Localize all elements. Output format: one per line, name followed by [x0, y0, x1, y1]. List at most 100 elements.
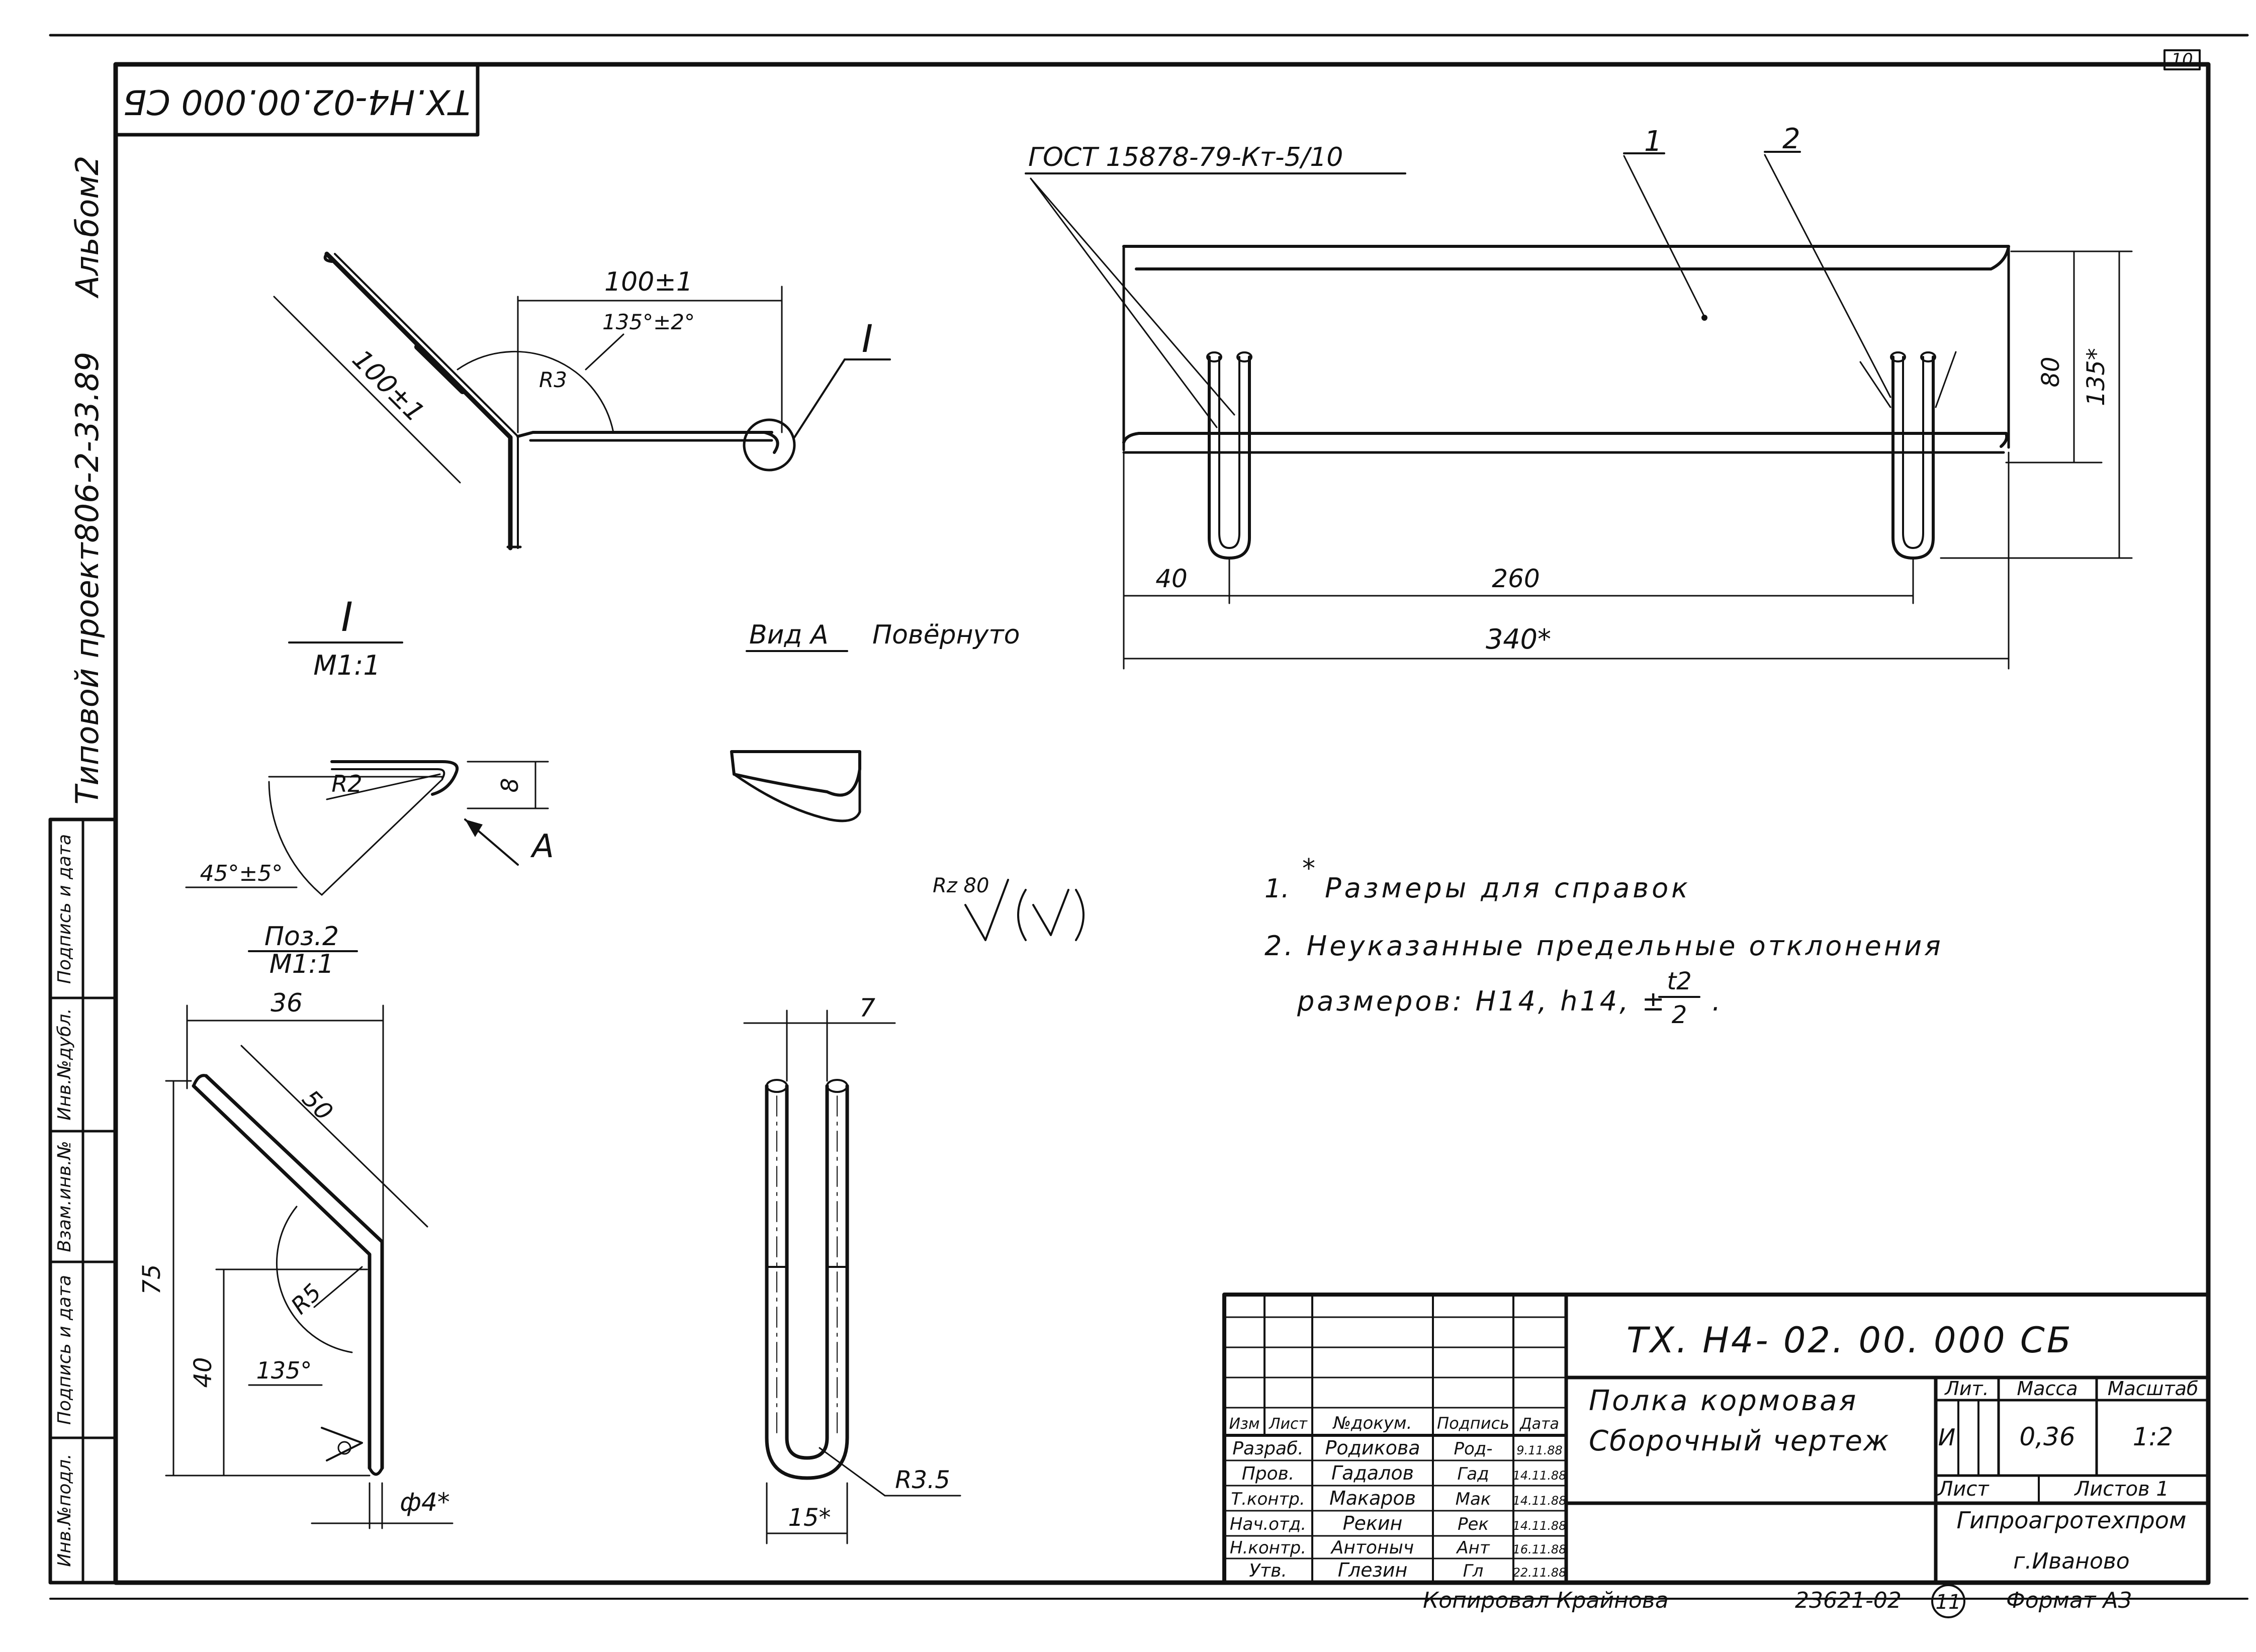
tb-row-6-role: Утв.: [1249, 1561, 1287, 1581]
stamp-cell-5: Инв.№подл.: [54, 1453, 75, 1567]
pos2-front-view: 7 R3.5 15*: [743, 993, 961, 1544]
tb-row-5-sign: Ант: [1456, 1538, 1490, 1558]
front-pos2: 2: [1782, 123, 1800, 155]
tb-row-2-date: 14.11.88: [1513, 1469, 1567, 1483]
detail-i-scale: М1:1: [313, 650, 381, 681]
stamp-cell-1: Подпись и дата: [54, 834, 75, 984]
note-2-frac-top: t2: [1667, 967, 1691, 995]
tb-row-3-date: 14.11.88: [1513, 1494, 1567, 1508]
front-dim-135: 135*: [2082, 348, 2110, 406]
note-1-text: Размеры для справок: [1325, 872, 1691, 904]
tb-row-4-date: 14.11.88: [1513, 1519, 1567, 1533]
left-stamp: Подпись и дата Инв.№дубл. Взам.инв.№ Под…: [48, 817, 118, 1585]
tb-col-izm: Изм: [1229, 1415, 1259, 1433]
note-2-frac-bottom: 2: [1672, 1001, 1687, 1029]
tb-mass-value: 0,36: [2019, 1422, 2075, 1451]
tb-row-3-name: Макаров: [1329, 1487, 1416, 1509]
pos2-side-view: Поз.2 М1:1 36 50 75 40 R5 135° ф4*: [138, 922, 454, 1529]
stamp-cell-3: Взам.инв.№: [54, 1141, 75, 1252]
tb-col-doc: №докум.: [1332, 1413, 1412, 1433]
detail-i-title: I: [341, 594, 353, 640]
detail-i: I М1:1 R2 8 45°±5° А: [185, 594, 554, 896]
doc-code-rotated: ТХ.Н4-02.00.000 СБ: [123, 81, 471, 121]
footer-format: Формат А3: [2006, 1588, 2132, 1613]
pos2-front-dim-15: 15*: [788, 1504, 831, 1532]
roughness-symbol: Rz 80: [933, 874, 1085, 941]
front-view: ГОСТ 15878-79-Кт-5/10 1 2 80: [1025, 123, 2133, 670]
pos2-front-radius: R3.5: [895, 1466, 950, 1494]
pos2-title: Поз.2: [264, 922, 339, 952]
pos2-front-dim-7: 7: [859, 993, 875, 1023]
sheet-number-box: [2163, 49, 2201, 70]
pos2-angle: 135°: [256, 1357, 312, 1384]
front-gost-label: ГОСТ 15878-79-Кт-5/10: [1028, 142, 1343, 172]
tb-row-5-name: Антоныч: [1330, 1537, 1414, 1558]
tb-scale-header: Масштаб: [2108, 1378, 2199, 1400]
pos2-scale: М1:1: [269, 949, 334, 979]
front-dim-340: 340*: [1486, 623, 1551, 655]
tb-lit-header: Лит.: [1944, 1378, 1989, 1400]
footer-sheet-circle: 11: [1936, 1591, 1961, 1614]
detail-i-radius: R2: [331, 770, 362, 797]
tb-designation: ТХ. Н4- 02. 00. 000 СБ: [1627, 1320, 2073, 1361]
tb-row-1-sign: Род-: [1454, 1439, 1492, 1459]
tb-row-3-sign: Мак: [1456, 1489, 1491, 1509]
tb-row-6-sign: Гл: [1463, 1561, 1484, 1581]
tb-sheets-label: Листов 1: [2073, 1478, 2169, 1501]
tb-row-5-date: 16.11.88: [1513, 1542, 1567, 1556]
main-angle: 135°±2°: [602, 310, 695, 334]
main-detail-mark: I: [862, 316, 873, 361]
view-a: Вид А Повёрнуто: [730, 620, 1020, 822]
pos2-dim-36: 36: [270, 988, 303, 1018]
stamp-cell-2: Инв.№дубл.: [54, 1008, 75, 1120]
note-1-number: 1.: [1265, 874, 1290, 904]
tb-row-4-role: Нач.отд.: [1230, 1514, 1306, 1534]
roughness-label: Rz 80: [933, 874, 989, 897]
footer-order: 23621-02: [1795, 1588, 1902, 1613]
main-dim-inclined: 100±1: [346, 344, 430, 428]
tb-scale-value: 1:2: [2133, 1422, 2173, 1451]
notes: 1. * Размеры для справок 2. Неуказанные …: [1265, 854, 1943, 1029]
tb-row-2-sign: Гад: [1457, 1464, 1489, 1484]
side-title-project: Типовой проект806-2-33.89: [69, 352, 106, 805]
title-block: ТХ. Н4- 02. 00. 000 СБ Полка кормовая Сб…: [1222, 1293, 2210, 1585]
tb-mass-header: Масса: [2017, 1378, 2078, 1400]
tb-sheet-label: Лист: [1937, 1478, 1990, 1501]
front-dim-40: 40: [1155, 564, 1188, 593]
pos2-dim-40: 40: [189, 1357, 217, 1388]
footer: Копировал Крайнова 23621-02 11 Формат А3: [1423, 1584, 2132, 1618]
footer-copied: Копировал Крайнова: [1423, 1588, 1669, 1613]
detail-i-height: 8: [496, 778, 523, 792]
tb-product-name-1: Полка кормовая: [1589, 1385, 1858, 1417]
note-2-line-2: размеров: Н14, h14, ±: [1297, 985, 1667, 1017]
main-radius: R3: [539, 368, 567, 392]
detail-i-arrow-letter: А: [530, 828, 554, 865]
tb-row-2-name: Гадалов: [1331, 1462, 1414, 1484]
tb-row-1-name: Родикова: [1325, 1437, 1420, 1459]
stamp-cell-4: Подпись и дата: [54, 1275, 75, 1425]
main-side-view: I 100±1 100±1 135°±2° R3: [273, 251, 891, 550]
pos2-dim-50: 50: [297, 1084, 338, 1126]
tb-row-6-date: 22.11.88: [1513, 1566, 1567, 1580]
front-dim-80: 80: [2037, 356, 2065, 387]
detail-i-angle: 45°±5°: [200, 861, 283, 886]
tb-col-date: Дата: [1519, 1415, 1559, 1433]
note-2-end: .: [1712, 985, 1721, 1017]
pos2-diameter: ф4*: [400, 1488, 450, 1517]
tb-row-5-role: Н.контр.: [1230, 1538, 1306, 1558]
tb-product-name-2: Сборочный чертеж: [1589, 1425, 1889, 1457]
main-dim-horizontal: 100±1: [604, 267, 693, 297]
tb-org-1: Гипроагротехпром: [1956, 1507, 2186, 1534]
note-2-line-1: 2. Неуказанные предельные отклонения: [1265, 930, 1943, 962]
doc-code-box: [114, 62, 480, 137]
tb-col-sign: Подпись: [1437, 1414, 1509, 1433]
tb-row-4-name: Рекин: [1343, 1512, 1403, 1534]
tb-row-1-date: 9.11.88: [1516, 1443, 1563, 1457]
tb-row-1-role: Разраб.: [1232, 1438, 1303, 1459]
tb-row-6-name: Глезин: [1338, 1559, 1408, 1581]
tb-org-2: г.Иваново: [2013, 1548, 2129, 1574]
note-1-star: *: [1302, 854, 1315, 884]
tb-row-2-role: Пров.: [1242, 1463, 1295, 1484]
side-title-album: Альбом2: [69, 156, 106, 299]
